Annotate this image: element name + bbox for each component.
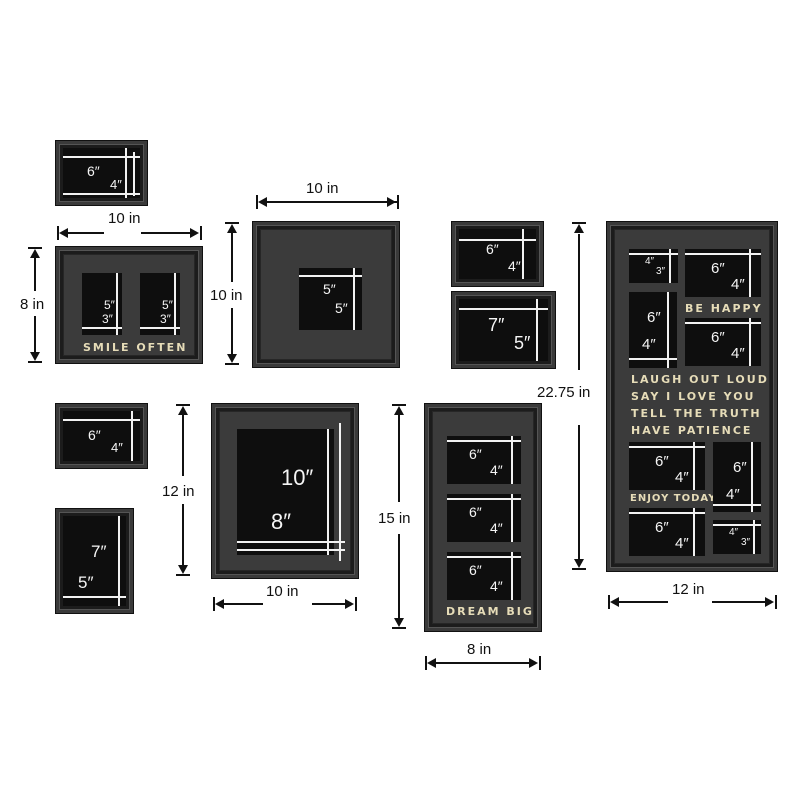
width-label: 5″ [162, 298, 173, 312]
photo-opening-4x3-top: 4″ 3″ [629, 249, 678, 283]
enjoy-today-text: ENJOY TODAY [630, 493, 717, 504]
quote-line-3: TELL THE TRUTH [631, 407, 762, 420]
height-label: 4″ [731, 345, 745, 362]
quote-line-4: HAVE PATIENCE [631, 424, 753, 437]
height-label: 4″ [726, 486, 740, 503]
height-label: 4″ [111, 440, 123, 455]
quote-line-1: LAUGH OUT LOUD [631, 373, 769, 386]
width-label: 6″ [733, 459, 747, 476]
frame-smile-often: 5″ 3″ 5″ 3″ SMILE OFTEN [56, 247, 202, 363]
width-label: 5″ [323, 281, 336, 297]
photo-opening: 6″ 4″ [459, 229, 536, 279]
photo-opening: 7″ 5″ [63, 516, 126, 606]
photo-opening-3: 6″ 4″ [447, 552, 521, 600]
width-label: 7″ [91, 542, 107, 561]
height-label: 4″ [110, 177, 122, 192]
width-label: 4″ [645, 256, 655, 267]
width-label: 4″ [729, 527, 739, 538]
photo-opening-6x4-a: 6″ 4″ [685, 249, 761, 297]
smile-often-text: SMILE OFTEN [83, 341, 188, 354]
width-label: 5″ [104, 298, 115, 312]
height-label: 4″ [731, 276, 745, 293]
photo-opening-6x4-b: 6″ 4″ [685, 318, 761, 366]
frame-dream-big: 6″ 4″ 6″ 4″ 6″ 4″ DREAM BIG [425, 404, 541, 631]
width-label: 6″ [647, 309, 661, 326]
photo-opening-right: 5″ 3″ [140, 273, 180, 335]
mat: 5″ 5″ [260, 229, 392, 360]
width-label: 6″ [655, 519, 669, 536]
mat: 4″ 3″ 6″ 4″ BE HAPPY 6″ 4″ 6″ 4″ LAUGH O… [614, 229, 770, 564]
height-label: 4″ [675, 469, 689, 486]
height-label: 5″ [335, 300, 348, 316]
photo-opening: 6″ 4″ [63, 411, 140, 461]
frame-6x4-left: 6″ 4″ [56, 404, 147, 468]
dream-big-text: DREAM BIG [446, 605, 534, 618]
mat: 6″ 4″ 6″ 4″ 6″ 4″ DREAM BIG [432, 411, 534, 624]
photo-opening-4x3-bottom: 4″ 3″ [713, 520, 761, 554]
frame-10x8-large: 10″ 8″ [212, 404, 358, 578]
height-label: 3″ [656, 266, 666, 277]
photo-opening: 6″ 4″ [63, 148, 140, 198]
photo-opening-1: 6″ 4″ [447, 436, 521, 484]
height-label: 3″ [102, 312, 113, 326]
dimension-label: 8 in [467, 641, 492, 658]
width-label: 6″ [486, 241, 499, 257]
height-label: 4″ [508, 258, 521, 274]
width-label: 6″ [711, 260, 725, 277]
photo-opening-left: 5″ 3″ [82, 273, 122, 335]
height-label: 5″ [78, 573, 94, 592]
quote-line-2: SAY I LOVE YOU [631, 390, 756, 403]
photo-opening-6x4-c: 6″ 4″ [629, 442, 705, 490]
be-happy-text: BE HAPPY [685, 302, 763, 315]
width-label: 6″ [469, 562, 482, 578]
width-label: 6″ [88, 427, 101, 443]
photo-opening: 5″ 5″ [299, 268, 362, 330]
height-label: 3″ [160, 312, 171, 326]
dimension-label: 10 in [266, 583, 299, 600]
width-label: 6″ [655, 453, 669, 470]
height-label: 3″ [741, 537, 751, 548]
frame-5x5-square: 5″ 5″ [253, 222, 399, 367]
width-label: 6″ [87, 163, 100, 179]
height-label: 8″ [271, 509, 292, 534]
mat: 10″ 8″ [219, 411, 351, 571]
width-label: 7″ [488, 315, 505, 335]
photo-opening-6x4-d: 6″ 4″ [629, 508, 705, 556]
height-label: 4″ [675, 535, 689, 552]
height-label: 4″ [490, 520, 503, 536]
dimension-label: 22.75 in [537, 384, 591, 401]
dimension-label: 8 in [20, 296, 45, 313]
photo-opening-6x4-vertical-b: 6″ 4″ [713, 442, 761, 512]
mat: 5″ 3″ 5″ 3″ SMILE OFTEN [63, 254, 195, 356]
dimension-label: 10 in [108, 210, 141, 227]
width-label: 6″ [469, 504, 482, 520]
height-label: 5″ [514, 333, 531, 353]
dimension-label: 15 in [378, 510, 411, 527]
frame-6x4-top: 6″ 4″ [56, 141, 147, 205]
photo-opening: 10″ 8″ [237, 423, 345, 561]
height-label: 4″ [642, 336, 656, 353]
photo-opening-2: 6″ 4″ [447, 494, 521, 542]
width-label: 6″ [469, 446, 482, 462]
dimension-label: 10 in [306, 180, 339, 197]
photo-opening-6x4-vertical: 6″ 4″ [629, 292, 677, 368]
width-label: 10″ [281, 465, 314, 490]
dimension-label: 10 in [210, 287, 243, 304]
dimension-label: 12 in [672, 581, 705, 598]
dimension-label: 12 in [162, 483, 195, 500]
frame-7x5-center: 7″ 5″ [452, 292, 555, 368]
width-label: 6″ [711, 329, 725, 346]
frame-6x4-center: 6″ 4″ [452, 222, 543, 286]
height-label: 4″ [490, 578, 503, 594]
frame-7x5-left: 7″ 5″ [56, 509, 133, 613]
frame-tall-quote: 4″ 3″ 6″ 4″ BE HAPPY 6″ 4″ 6″ 4″ LAUGH O… [607, 222, 777, 571]
height-label: 4″ [490, 462, 503, 478]
photo-opening: 7″ 5″ [459, 299, 548, 361]
